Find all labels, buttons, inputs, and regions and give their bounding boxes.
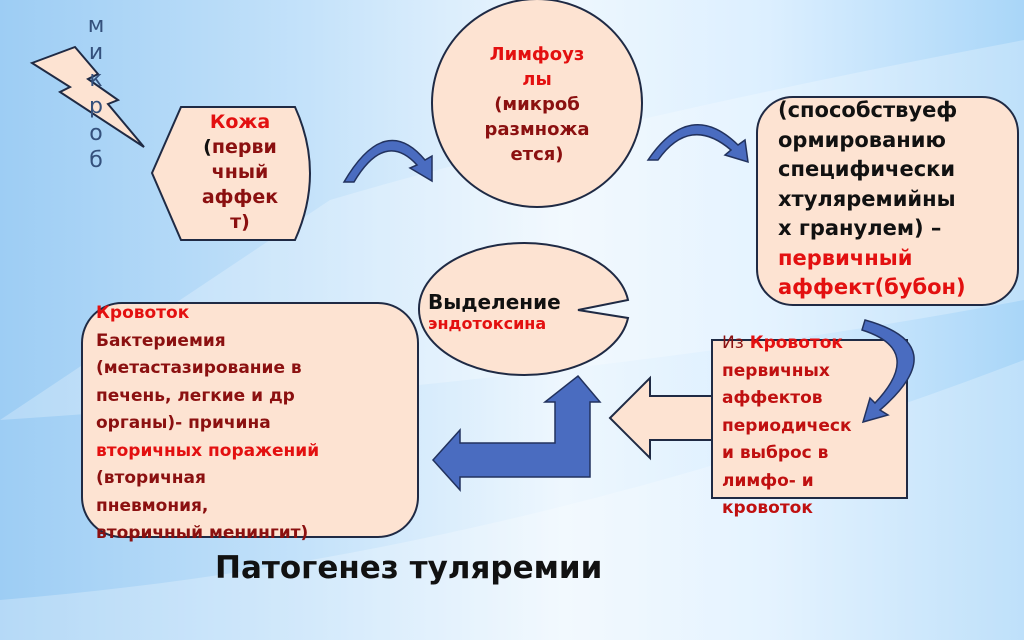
text-line: специфически [778,157,956,181]
text-line: вторичных поражений [96,440,320,461]
text-line: первичный [778,245,913,270]
text-line: Кровоток [96,303,190,323]
skin-title: Кожа [209,111,271,133]
text-line: ормированию [778,127,946,152]
letter: о [89,121,103,146]
paren: ( [203,136,212,158]
curved-arrow-icon [646,124,749,164]
text-line: хтуляремийны [778,186,956,211]
endotoxin-subtitle: эндотоксина [428,314,547,333]
skin-shape [150,106,311,241]
letter: и [88,40,104,65]
text-line: х гранулем) – [778,216,942,240]
letter: р [89,94,103,119]
text-line: Лимфоуз [489,44,585,65]
text-line: вторичный менингит) [96,523,309,543]
text-line: (метастазирование в [96,358,302,378]
bacteremia-text: Кровоток Бактериемия (метастазирование в… [96,300,319,548]
text-line: Бактериемия [96,330,226,351]
endotoxin-text: Выделение эндотоксина [428,290,561,333]
lymph-node-circle [431,0,643,208]
bubo-box [756,96,1019,306]
left-arrow-shape [608,375,721,461]
letter: б [89,148,103,173]
text-line: (микроб [494,94,580,115]
text-line: размножа [484,119,590,140]
text-line: печень, легкие и др [96,385,295,406]
text-line: аффект(бубон) [778,275,966,299]
text-line: перви [211,136,277,158]
text-line: органы)- причина [96,413,271,433]
text-line: пневмония, [96,495,209,516]
text-prefix: Из [722,333,744,353]
skin-text: Кожа (перви чный аффек т) [180,110,300,235]
letter: к [89,67,103,92]
text-line: ется) [510,144,564,165]
bent-arrow-icon [431,374,602,492]
letter: м [87,13,105,38]
text-line: лы [522,69,552,90]
text-line: аффек [201,186,279,208]
lymph-text: Лимфоуз лы (микроб размножа ется) [462,42,612,167]
text-line: периодическ [722,415,852,436]
text-line: (вторичная [96,468,206,488]
endotoxin-title: Выделение [428,290,561,314]
endotoxin-shape [417,242,630,376]
text-line: кровоток [722,498,813,518]
curved-arrow-icon [342,139,433,183]
slide-title: Патогенез туляремии [215,550,603,586]
text-line: (способствуеф [778,98,958,122]
curved-arrow-icon [861,319,915,424]
text-line: т) [230,211,250,233]
microbe-vertical-label: м и к р о б [86,12,106,174]
text-line: аффектов [722,388,823,408]
text-line: лимфо- и [722,470,814,491]
bacteremia-box [81,302,419,538]
lightning-icon [29,45,145,148]
text-line: чный [211,161,269,183]
release-text: Из Кровоток первичных аффектов периодиче… [722,330,852,523]
text-line: первичных [722,360,830,381]
release-box [711,339,908,499]
bubo-text: (способствуеф ормированию специфически х… [778,96,966,303]
text-line: и выброс в [722,443,829,463]
text-line: Кровоток [749,333,843,353]
